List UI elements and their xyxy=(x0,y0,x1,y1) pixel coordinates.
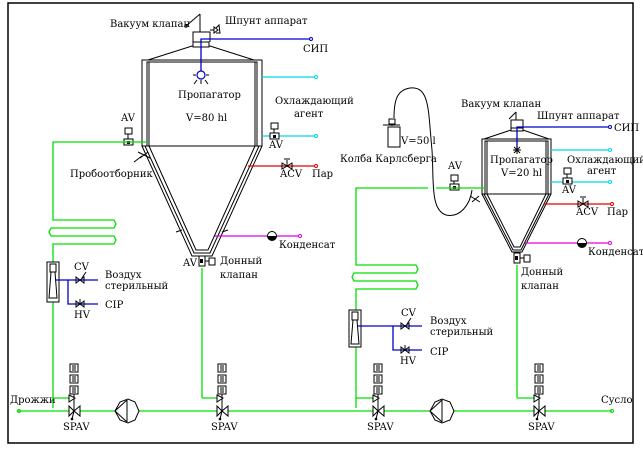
hv-2-label: HV xyxy=(400,356,417,367)
flask-hose xyxy=(393,87,473,216)
cip-in-1-label: CIP xyxy=(105,300,124,311)
cip-in-2-label: CIP xyxy=(430,347,449,358)
spav-valve-3[interactable] xyxy=(356,363,385,421)
condensate-1-label: Конденсат xyxy=(279,240,336,251)
spav-label-2: SPAV xyxy=(211,422,238,433)
vacuum-valve-1[interactable] xyxy=(184,13,211,42)
vacuum-valve-1-label: Вакуум клапан xyxy=(110,19,190,30)
sampler-1-label: Пробоотборник xyxy=(70,169,154,180)
vacuum-valve-2[interactable] xyxy=(508,111,524,128)
pump-1[interactable] xyxy=(114,398,140,424)
av-coolant-2[interactable] xyxy=(562,167,573,185)
sterile-filter-1[interactable] xyxy=(46,261,60,303)
steam-1-label: Пар xyxy=(312,169,333,180)
spav-label-4: SPAV xyxy=(528,422,555,433)
av-left-2-label: AV xyxy=(447,161,463,172)
hv-valve-2[interactable] xyxy=(400,345,410,354)
tank1-name: Пропагатор xyxy=(178,90,241,101)
sterile-air-1-label: Воздух xyxy=(105,270,142,281)
product-line-1 xyxy=(48,141,147,408)
bottom-valve-2-label: Донный xyxy=(521,267,563,278)
coolant-2-label: Охлаждающий xyxy=(567,155,643,166)
acv-2-label: ACV xyxy=(575,207,599,218)
sterile-air-1-label-2: стерильный xyxy=(105,281,169,292)
bottom-valve-1[interactable] xyxy=(198,255,216,267)
condensate-2-label: Конденсат xyxy=(588,247,643,258)
acv-valve-2[interactable] xyxy=(577,196,589,208)
bottom-valve-2[interactable] xyxy=(513,252,531,264)
sterile-air-2-label: Воздух xyxy=(430,316,467,327)
av-bottom-1-label: AV xyxy=(182,258,198,269)
sampler-1-icon[interactable] xyxy=(133,151,151,163)
spav-valve-1[interactable] xyxy=(53,363,81,421)
bottom-valve-1-label: Донный xyxy=(220,256,262,267)
spav-label-3: SPAV xyxy=(367,422,394,433)
acv-valve-1[interactable] xyxy=(281,158,293,170)
av-coolant-1[interactable] xyxy=(269,122,280,140)
hv-valve-1[interactable] xyxy=(75,299,85,308)
spray-ball-1-icon xyxy=(193,70,209,85)
spav-label-1: SPAV xyxy=(63,422,90,433)
hv-1-label: HV xyxy=(74,310,91,321)
cip-return-2-label: СИП xyxy=(614,123,639,134)
flask-volume-label: V=50 l xyxy=(400,136,436,147)
sterile-air-2-label-2: стерильный xyxy=(430,327,494,338)
coolant-2-label-2: агент xyxy=(587,166,617,177)
sterile-filter-2[interactable] xyxy=(348,309,362,348)
spav-valve-2[interactable] xyxy=(202,363,229,421)
diagram-frame xyxy=(7,2,634,444)
bottom-valve-2-label-2: клапан xyxy=(521,281,559,292)
bung-device-1-label: Шпунт аппарат xyxy=(225,16,308,27)
carlsberg-flask[interactable] xyxy=(383,118,401,148)
steam-trap-2-icon xyxy=(577,238,587,248)
flask-name-label: Колба Карлсберга xyxy=(340,154,437,165)
coolant-1-label-2: агент xyxy=(294,109,324,120)
cv-2-label: CV xyxy=(401,308,417,319)
cv-valve-1[interactable] xyxy=(75,271,87,284)
yeast-inlet-label: Дрожжи xyxy=(10,395,56,406)
bung-device-1-icon xyxy=(210,23,221,34)
acv-1-label: ACV xyxy=(279,169,303,180)
vacuum-valve-2-label: Вакуум клапан xyxy=(461,99,541,110)
bottom-valve-1-label-2: клапан xyxy=(220,270,258,281)
spav-valve-4[interactable] xyxy=(517,363,546,421)
tank2-volume: V=20 hl xyxy=(500,168,542,179)
cip-line-2 xyxy=(516,126,608,150)
cip-line-1 xyxy=(200,38,310,75)
av-valve-2[interactable] xyxy=(449,174,460,191)
cip-return-1-label: СИП xyxy=(303,44,328,55)
tank1-volume: V=80 hl xyxy=(185,113,227,124)
steam-trap-1-icon xyxy=(267,231,277,241)
cv-1-label: CV xyxy=(74,262,90,273)
coolant-1-label: Охлаждающий xyxy=(275,96,354,107)
cv-valve-2[interactable] xyxy=(400,317,412,330)
steam-2-label: Пар xyxy=(607,207,628,218)
spray-ball-2-icon xyxy=(513,146,521,154)
av-top-left-1-label: AV xyxy=(120,113,136,124)
pump-2[interactable] xyxy=(429,398,455,424)
wort-outlet-label: Сусло xyxy=(601,395,633,406)
tank2-name: Пропагатор xyxy=(490,155,553,166)
av-coolant-1-label: AV xyxy=(268,140,284,151)
av-coolant-2-label: AV xyxy=(561,185,577,196)
bung-device-2-label: Шпунт аппарат xyxy=(537,111,620,122)
sampler-2-icon[interactable] xyxy=(469,195,481,203)
